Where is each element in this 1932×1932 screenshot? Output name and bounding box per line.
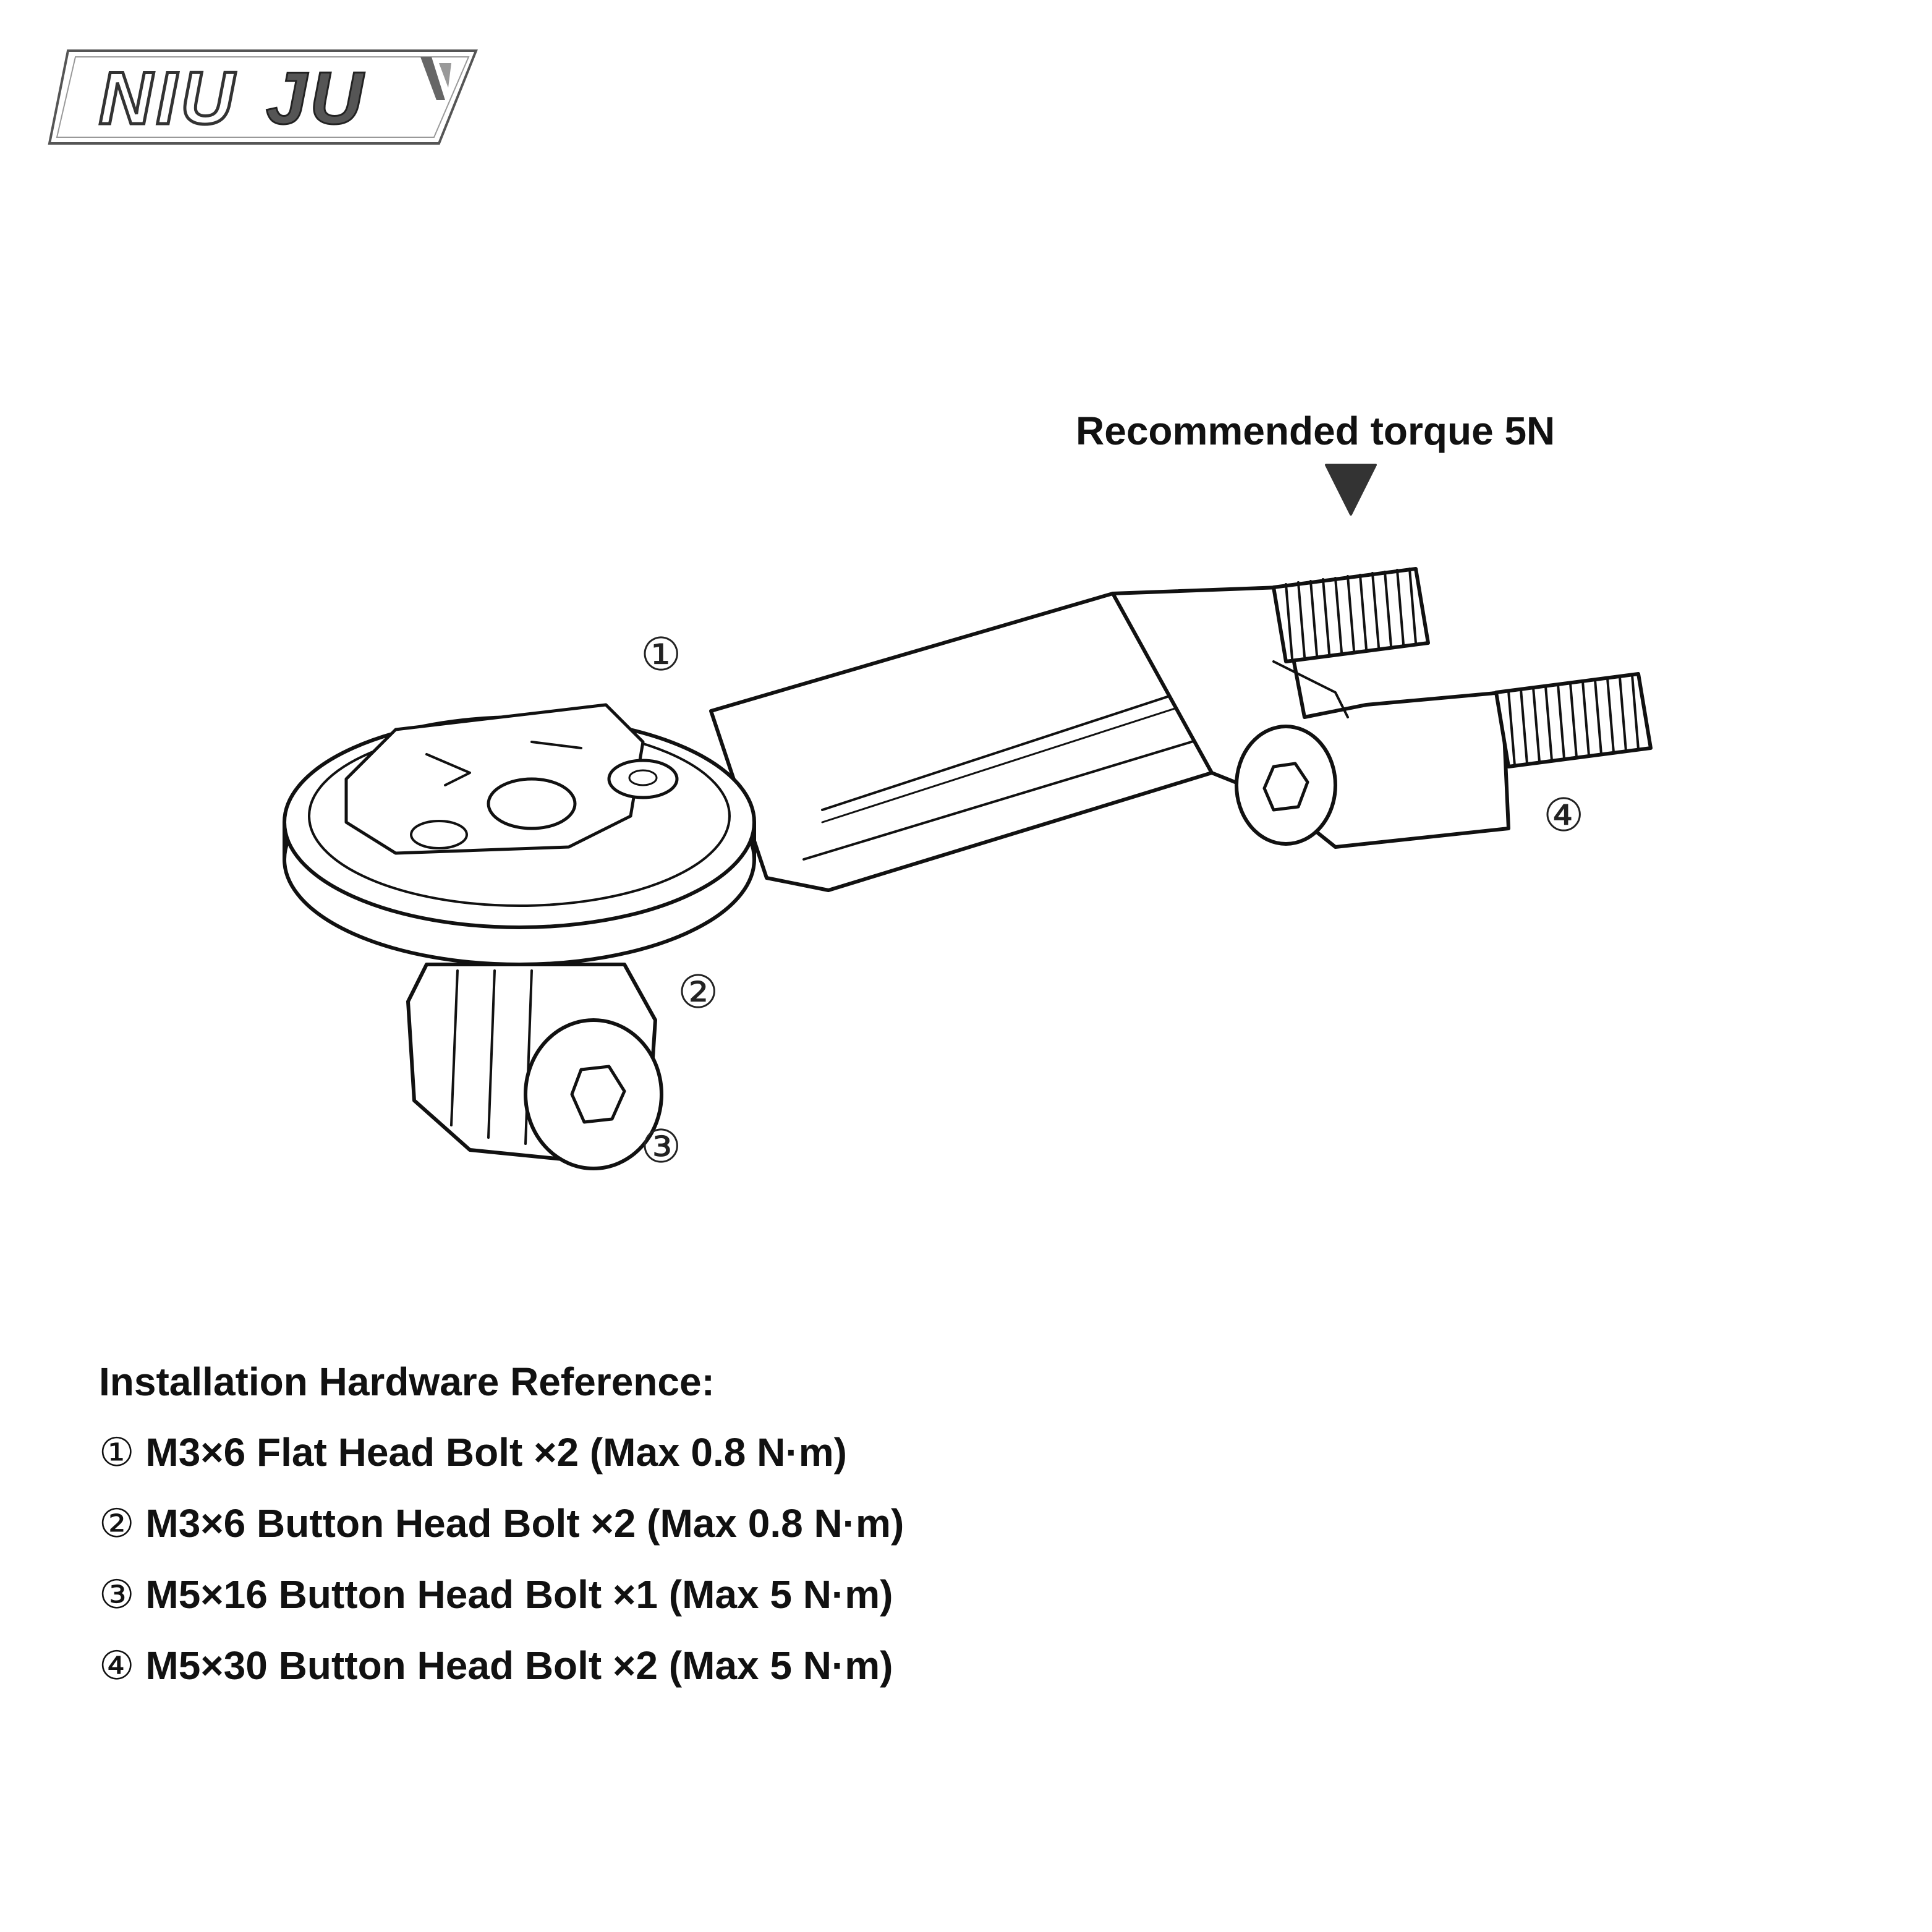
reference-item-text: M5×30 Button Head Bolt ×2 (Max 5 N·m)	[145, 1643, 893, 1688]
reference-item-number: ②	[99, 1501, 135, 1546]
torque-arrow	[1325, 464, 1377, 516]
reference-item-text: M5×16 Button Head Bolt ×1 (Max 5 N·m)	[145, 1572, 893, 1617]
reference-item-text: M3×6 Button Head Bolt ×2 (Max 0.8 N·m)	[145, 1501, 904, 1546]
svg-text:JU: JU	[266, 57, 365, 140]
torque-note: Recommended torque 5N	[1076, 409, 1555, 453]
callout-3: ③	[640, 1121, 682, 1172]
upper-bolt	[1272, 567, 1430, 663]
callout-2: ②	[678, 966, 719, 1018]
reference-title: Installation Hardware Reference:	[99, 1360, 715, 1404]
twist-interface	[344, 703, 645, 855]
reference-item-number: ③	[99, 1572, 135, 1617]
lower-bolt	[1494, 672, 1653, 768]
mount-center-hole	[487, 777, 577, 830]
reference-item-number: ①	[99, 1430, 135, 1475]
reference-item-number: ④	[99, 1643, 135, 1688]
svg-text:NIU: NIU	[99, 57, 238, 140]
reference-item-text: M3×6 Flat Head Bolt ×2 (Max 0.8 N·m)	[145, 1430, 847, 1475]
callout-1: ①	[640, 629, 682, 680]
niu-ju-logo: NIU JU	[48, 49, 478, 145]
callout-4: ④	[1543, 789, 1585, 841]
